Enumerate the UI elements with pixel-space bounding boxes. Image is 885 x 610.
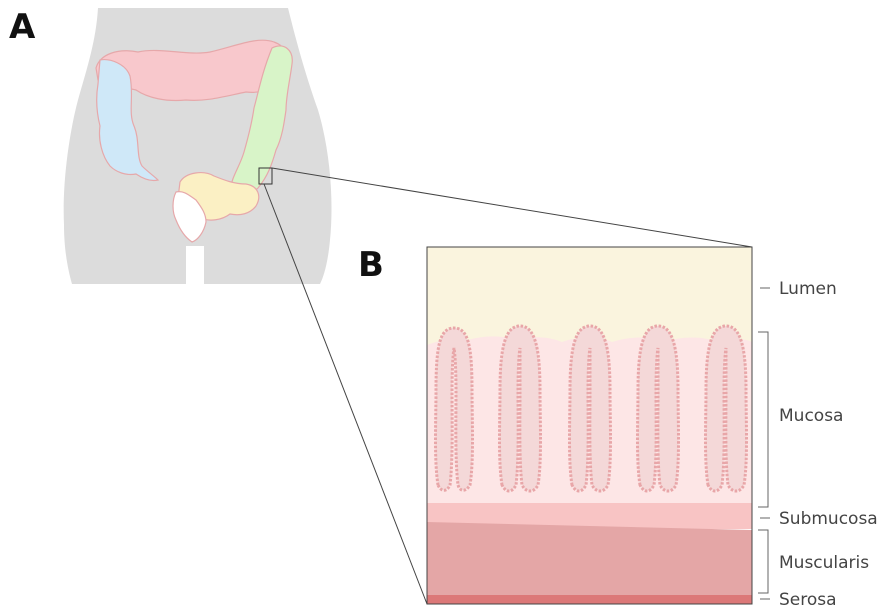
zoom-line-top [272,168,752,247]
zoom-line-bottom [264,184,427,604]
serosa-label: Serosa [779,590,837,610]
submucosa-label: Submucosa [779,509,878,529]
muscularis-bracket [758,530,768,593]
crypt [706,326,747,491]
mucosa-label: Mucosa [779,406,843,426]
wall-layers [427,247,752,604]
crypt [570,326,611,491]
muscularis-label: Muscularis [779,553,869,573]
panel-b-label: B [358,245,384,285]
serosa-layer [427,595,752,604]
crypt [500,326,541,491]
mucosa-bracket [758,332,768,507]
crypt [638,326,679,491]
muscularis-layer [427,522,752,597]
panel-a: A [9,7,332,284]
panel-b: B [358,245,752,604]
layer-labels: Lumen Mucosa Submucosa Muscularis Serosa [758,279,878,610]
panel-a-label: A [9,7,36,47]
lumen-label: Lumen [779,279,837,299]
